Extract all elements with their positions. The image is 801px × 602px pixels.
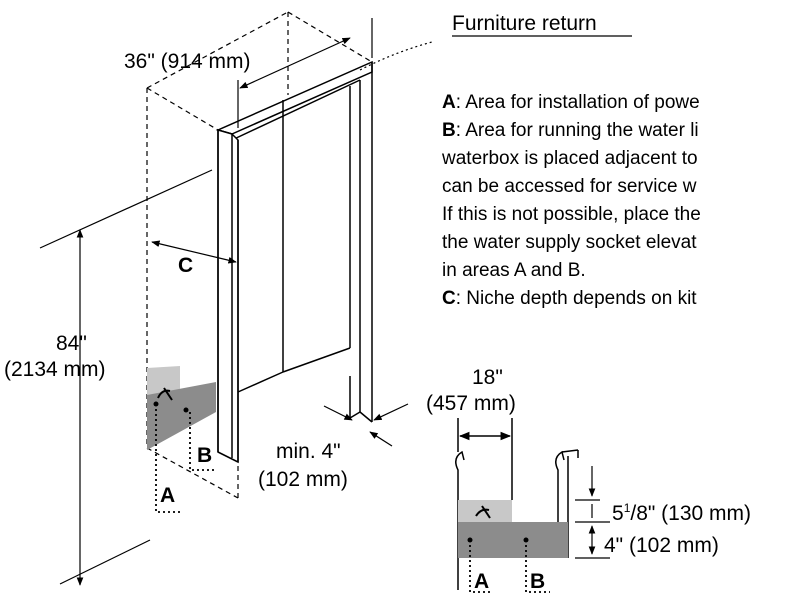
legend-line: in areas A and B.: [442, 260, 586, 281]
min-gap-in-label: min. 4": [276, 440, 341, 463]
legend-text: in areas A and B.: [442, 260, 586, 281]
height-dimension: [39, 169, 213, 586]
legend-text: waterbox is placed adjacent to: [441, 148, 698, 169]
legend-key: C: [442, 288, 456, 309]
legend-text: : Niche depth depends on kit: [456, 288, 698, 309]
detail-h4-label: 4" (102 mm): [604, 534, 719, 557]
legend-text: can be accessed for service w: [442, 176, 697, 197]
detail-width-mm-label: (457 mm): [426, 392, 516, 415]
area-b-label: B: [197, 444, 212, 467]
socket-point-b: [183, 407, 189, 413]
detail-leader-b: [525, 540, 550, 593]
min-gap-dimension: [323, 403, 409, 447]
area-b-shade: [147, 382, 216, 450]
legend-line: C: Niche depth depends on kit: [442, 288, 697, 309]
legend-key: A: [442, 92, 456, 113]
detail-width-in-label: 18": [472, 366, 503, 389]
height-mm-label: (2134 mm): [4, 358, 106, 381]
detail-area-a-label: A: [474, 570, 489, 593]
legend-text: the water supply socket elevat: [442, 232, 697, 253]
niche-body: [215, 60, 373, 464]
detail-mid-wall: [555, 450, 565, 558]
detail-h5-label: 51/8" (130 mm): [612, 501, 751, 525]
detail-left-wall: [455, 450, 465, 590]
detail-area-b: [458, 522, 568, 558]
detail-socket-icon: [475, 508, 490, 517]
legend-key: B: [442, 120, 456, 141]
wall-areas: [147, 366, 216, 513]
area-a-label: A: [160, 484, 175, 507]
legend-text: : Area for installation of powe: [456, 92, 700, 113]
width-dimension: [237, 18, 373, 128]
detail-leader-a: [469, 540, 492, 593]
depth-c-label: C: [178, 254, 193, 277]
legend-line: waterbox is placed adjacent to: [441, 148, 698, 169]
legend-text: If this is not possible, place the: [442, 204, 701, 225]
legend-line: If this is not possible, place the: [442, 204, 701, 225]
water-socket-icon: [157, 389, 171, 399]
leader-a: [155, 404, 182, 513]
legend-line: A: Area for installation of powe: [442, 92, 700, 113]
depth-c-arrow: [151, 240, 237, 264]
socket-stem: [163, 387, 173, 401]
furniture-return-leader: [359, 41, 433, 71]
furniture-return-label: Furniture return: [452, 12, 597, 35]
legend-text: : Area for running the water li: [456, 120, 699, 141]
width-label: 36" (914 mm): [124, 50, 251, 73]
legend-line: B: Area for running the water li: [442, 120, 699, 141]
height-in-label: 84": [56, 332, 87, 355]
detail-height-dims: [575, 466, 610, 559]
legend-line: can be accessed for service w: [442, 176, 697, 197]
detail-view: [455, 418, 610, 593]
min-gap-mm-label: (102 mm): [258, 468, 348, 491]
legend-line: the water supply socket elevat: [442, 232, 697, 253]
detail-area-b-label: B: [530, 570, 545, 593]
